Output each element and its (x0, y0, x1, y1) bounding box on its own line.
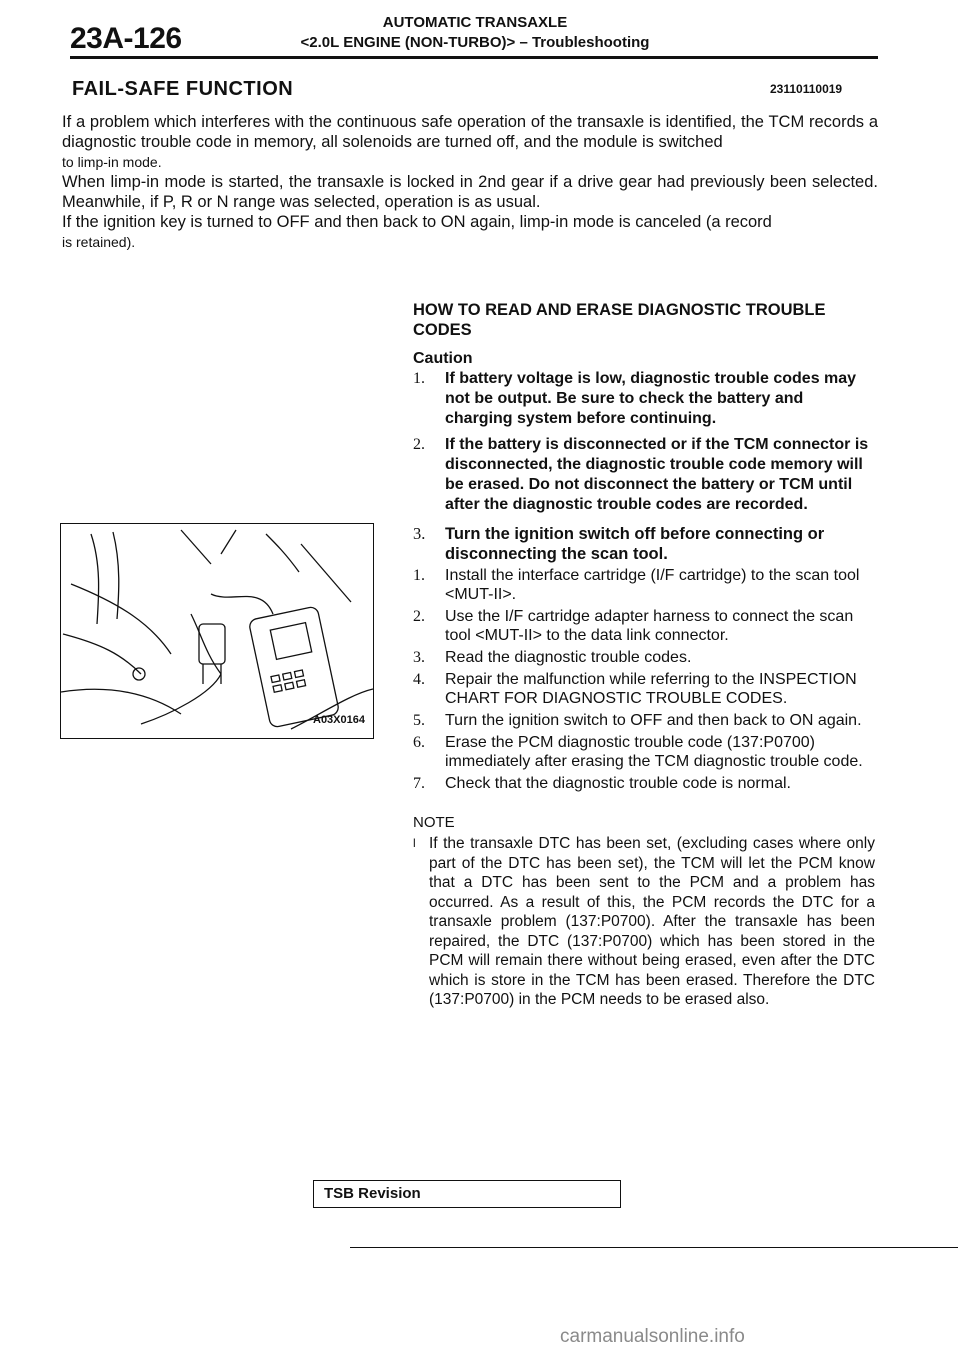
procedure-step: 2. Use the I/F cartridge adapter harness… (413, 607, 875, 645)
step-text: Use the I/F cartridge adapter harness to… (445, 608, 854, 644)
header-title: AUTOMATIC TRANSAXLE (382, 14, 568, 31)
step-number: 6. (413, 734, 425, 751)
intro-paragraph-3-end: is retained). (62, 234, 136, 250)
note-body: l If the transaxle DTC has been set, (ex… (413, 834, 875, 1010)
procedure-step: 4. Repair the malfunction while referrin… (413, 670, 875, 708)
step-number: 5. (413, 712, 425, 729)
intro-text: If a problem which interferes with the c… (62, 112, 878, 252)
caution-text: If the battery is disconnected or if the… (445, 436, 869, 513)
caution-list-3: 3. Turn the ignition switch off before c… (413, 524, 875, 570)
step-text: Erase the PCM diagnostic trouble code (1… (445, 734, 863, 770)
note-text: If the transaxle DTC has been set, (excl… (429, 835, 875, 1008)
caution-item: 1. If battery voltage is low, diagnostic… (413, 369, 875, 429)
step-text: Check that the diagnostic trouble code i… (445, 775, 791, 792)
step-number: 7. (413, 775, 425, 792)
tsb-revision-label: TSB Revision (324, 1185, 421, 1202)
scan-tool-drawing (60, 529, 374, 730)
note-label: NOTE (413, 814, 455, 831)
figure-code: A03X0164 (313, 714, 365, 726)
step-text: Repair the malfunction while referring t… (445, 671, 857, 707)
header-subtitle: <2.0L ENGINE (NON-TURBO)> – Troubleshoot… (300, 34, 650, 51)
caution-text: Turn the ignition switch off before conn… (445, 525, 825, 563)
heading-line-2: CODES (413, 321, 472, 339)
procedure-steps: 1. Install the interface cartridge (I/F … (413, 566, 875, 796)
procedure-step: 3. Read the diagnostic trouble codes. (413, 648, 875, 667)
intro-paragraph-1-end: to limp-in mode. (62, 154, 162, 170)
procedure-step: 6. Erase the PCM diagnostic trouble code… (413, 733, 875, 771)
section-title: FAIL-SAFE FUNCTION (72, 78, 294, 100)
procedure-step: 7. Check that the diagnostic trouble cod… (413, 774, 875, 793)
caution-number: 1. (413, 370, 425, 387)
page-number: 23A-126 (70, 22, 182, 55)
bottom-rule (350, 1247, 958, 1248)
intro-paragraph-2: When limp-in mode is started, the transa… (62, 173, 878, 211)
heading-line-1: HOW TO READ AND ERASE DIAGNOSTIC TROUBLE (413, 301, 826, 319)
caution-item: 2. If the battery is disconnected or if … (413, 435, 875, 515)
caution-text: If battery voltage is low, diagnostic tr… (445, 370, 857, 427)
watermark: carmanualsonline.info (560, 1326, 745, 1347)
step-text: Turn the ignition switch to OFF and then… (445, 712, 862, 729)
caution-number: 2. (413, 436, 425, 453)
step-number: 3. (413, 649, 425, 666)
caution-list: 1. If battery voltage is low, diagnostic… (413, 369, 875, 521)
procedure-step: 5. Turn the ignition switch to OFF and t… (413, 711, 875, 730)
step-number: 2. (413, 608, 425, 625)
intro-paragraph-1: If a problem which interferes with the c… (62, 113, 878, 151)
tsb-revision-box: TSB Revision (313, 1180, 621, 1208)
intro-paragraph-3: If the ignition key is turned to OFF and… (62, 213, 772, 231)
step-number: 4. (413, 671, 425, 688)
step-number: 1. (413, 567, 425, 584)
read-erase-heading: HOW TO READ AND ERASE DIAGNOSTIC TROUBLE… (413, 300, 875, 340)
header-rule (70, 56, 878, 59)
procedure-step: 1. Install the interface cartridge (I/F … (413, 566, 875, 604)
scan-tool-illustration: A03X0164 (60, 523, 374, 739)
note-bullet: l (413, 836, 416, 850)
caution-item: 3. Turn the ignition switch off before c… (413, 524, 875, 564)
caution-label: Caution (413, 350, 473, 367)
step-text: Read the diagnostic trouble codes. (445, 649, 692, 666)
caution-number: 3. (413, 524, 426, 543)
step-text: Install the interface cartridge (I/F car… (445, 567, 860, 603)
section-code: 23110110019 (770, 82, 843, 96)
